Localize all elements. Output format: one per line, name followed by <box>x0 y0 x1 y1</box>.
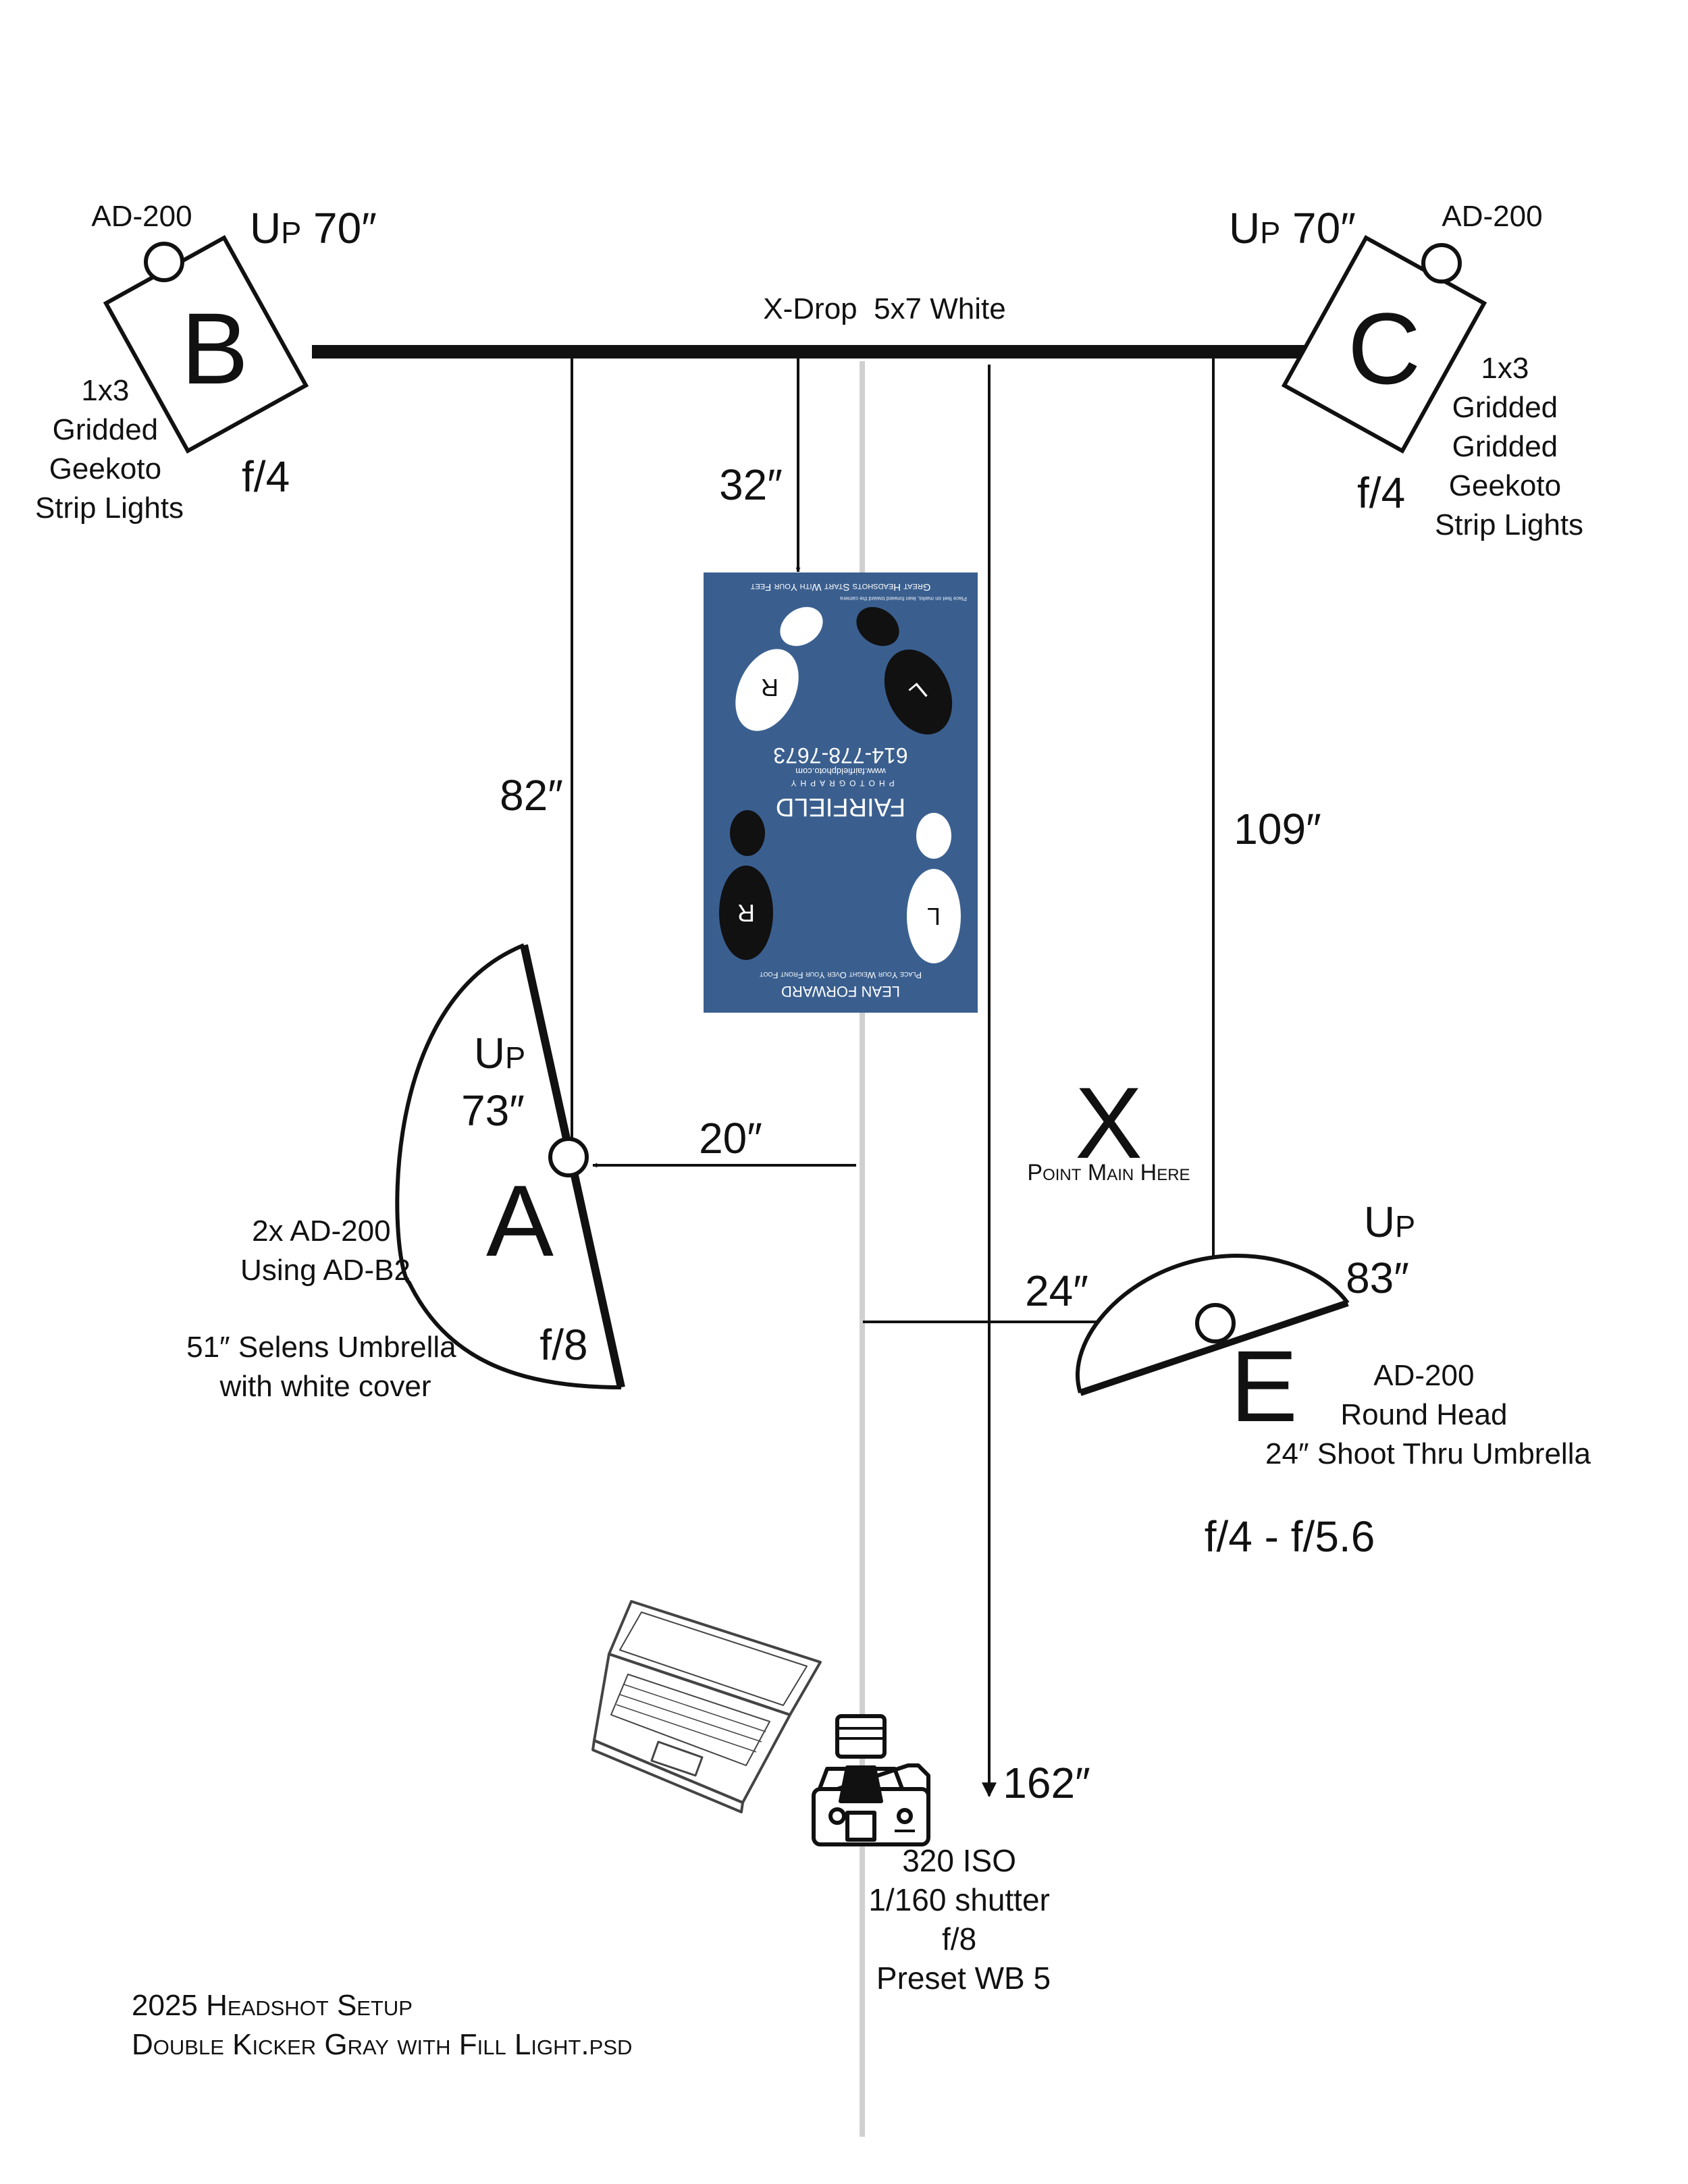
target-mark: X Point Main Here <box>1027 1066 1190 1186</box>
distance-label-mat: 32″ <box>719 460 783 509</box>
backdrop-label: X-Drop 5x7 White <box>763 292 1005 325</box>
light-b-head <box>144 242 184 282</box>
offset-label-a: 20″ <box>699 1114 762 1163</box>
light-e-aperture: f/4 - f/5.6 <box>1205 1512 1375 1561</box>
light-a-modifier-line: 51″ Selens Umbrella <box>186 1331 456 1364</box>
light-a-model-line: 2x AD-200 <box>252 1215 390 1248</box>
light-a-model: 2x AD-200 Using AD-B2 <box>240 1215 411 1287</box>
light-b-aperture: f/4 <box>242 452 290 501</box>
light-b-model: AD-200 <box>91 200 192 233</box>
camera-icon <box>812 1714 930 1846</box>
poster-brand: FAIRFIELD <box>776 793 905 821</box>
camera-setting-line: Preset WB 5 <box>876 1961 1051 1996</box>
light-c-modifier-line: 1x3 <box>1481 352 1529 385</box>
light-c-modifier-line: Strip Lights <box>1435 508 1583 541</box>
foot-top-right-heel: R <box>735 607 823 731</box>
light-c-modifier-line: Gridded <box>1452 430 1558 463</box>
light-e-model-line: AD-200 <box>1373 1359 1474 1392</box>
camera-setting-line: 320 ISO <box>902 1843 1016 1878</box>
light-c-modifier-line: Gridded <box>1452 391 1558 424</box>
light-b-modifier-line: Geekoto <box>49 452 161 485</box>
light-e-model-line: 24″ Shoot Thru Umbrella <box>1265 1437 1591 1470</box>
poster-foot-letter: R <box>737 899 755 927</box>
poster-weight-text: Place Your Weight Over Your Front Foot <box>760 970 922 980</box>
light-a-head <box>548 1137 589 1177</box>
floor-mat-poster: Great Headshots Start With Your Feet Pla… <box>704 572 978 1013</box>
light-a-letter: A <box>486 1164 554 1277</box>
target-label: Point Main Here <box>1027 1160 1190 1186</box>
target-x: X <box>1075 1066 1142 1179</box>
light-c: C AD-200 Up 70″ f/4 1x3 Gridded Gridded … <box>1229 200 1583 541</box>
light-c-aperture: f/4 <box>1357 469 1405 517</box>
foot-bottom-left: L <box>907 813 961 963</box>
light-a-height-up: Up <box>474 1029 525 1077</box>
poster-foot-letter: L <box>927 903 941 930</box>
light-a-model-line: Using AD-B2 <box>240 1254 411 1287</box>
poster-foot-letter: R <box>761 674 779 701</box>
laptop-icon <box>591 1600 822 1813</box>
foot-bottom-right: R <box>719 810 773 960</box>
distance-label-e: 109″ <box>1234 805 1321 853</box>
light-a-modifier: 51″ Selens Umbrella with white cover <box>186 1331 465 1403</box>
light-a-aperture: f/8 <box>539 1321 587 1369</box>
light-e-height-value: 83″ <box>1346 1254 1409 1302</box>
light-e-height-up: Up <box>1364 1198 1415 1246</box>
light-e-umbrella-edge <box>1079 1300 1349 1396</box>
light-a: A Up 73″ f/8 2x AD-200 Using AD-B2 51″ S… <box>186 943 625 1403</box>
light-a-umbrella <box>395 943 622 1389</box>
poster-tagline: PHOTOGRAPHY <box>787 778 894 788</box>
light-b-modifier-line: Gridded <box>53 413 159 446</box>
light-e-head <box>1195 1303 1236 1343</box>
light-a-height-value: 73″ <box>461 1086 525 1135</box>
footer-filename: Double Kicker Gray with Fill Light.psd <box>132 2028 632 2061</box>
footer-title: 2025 Headshot Setup <box>132 1989 413 2022</box>
poster-top-text: Great Headshots Start With Your Feet <box>750 581 930 593</box>
poster-phone: 614-778-7673 <box>773 743 907 768</box>
light-c-height: Up 70″ <box>1229 204 1356 252</box>
light-e-letter: E <box>1230 1329 1298 1443</box>
light-c-modifier-line: Geekoto <box>1449 469 1561 502</box>
light-b-modifier-line: 1x3 <box>81 374 129 407</box>
light-b-modifier: 1x3 Gridded Geekoto Strip Lights <box>35 374 184 525</box>
poster-tiny-text: Place feet on marks, lean forward toward… <box>840 595 967 602</box>
poster-url: www.fairfieldphoto.com <box>795 766 887 776</box>
light-e-model-line: Round Head <box>1340 1398 1507 1431</box>
light-c-letter: C <box>1348 292 1421 405</box>
poster-lean-text: LEAN FORWARD <box>781 983 900 1000</box>
camera-setting-line: 1/160 shutter <box>868 1882 1050 1917</box>
light-e-model: AD-200 Round Head 24″ Shoot Thru Umbrell… <box>1265 1359 1591 1470</box>
light-c-model: AD-200 <box>1442 200 1542 233</box>
distance-label-a: 82″ <box>500 771 563 820</box>
foot-top-left-heel: L <box>856 607 953 735</box>
offset-label-e: 24″ <box>1025 1267 1088 1315</box>
light-a-modifier-line: with white cover <box>219 1370 431 1403</box>
light-c-head <box>1421 243 1462 284</box>
light-b: B AD-200 Up 70″ f/4 1x3 Gridded Geekoto … <box>35 200 377 525</box>
camera-setting-line: f/8 <box>942 1921 976 1956</box>
light-e: E Up 83″ AD-200 Round Head 24″ Shoot Thr… <box>1076 1198 1591 1561</box>
light-b-letter: B <box>181 292 248 405</box>
light-c-modifier: 1x3 Gridded Gridded Geekoto Strip Lights <box>1435 352 1583 541</box>
light-b-height: Up 70″ <box>250 204 377 252</box>
distance-label-camera: 162″ <box>1003 1759 1090 1807</box>
camera-settings: 320 ISO 1/160 shutter f/8 Preset WB 5 <box>868 1843 1058 1996</box>
light-b-modifier-line: Strip Lights <box>35 491 184 525</box>
